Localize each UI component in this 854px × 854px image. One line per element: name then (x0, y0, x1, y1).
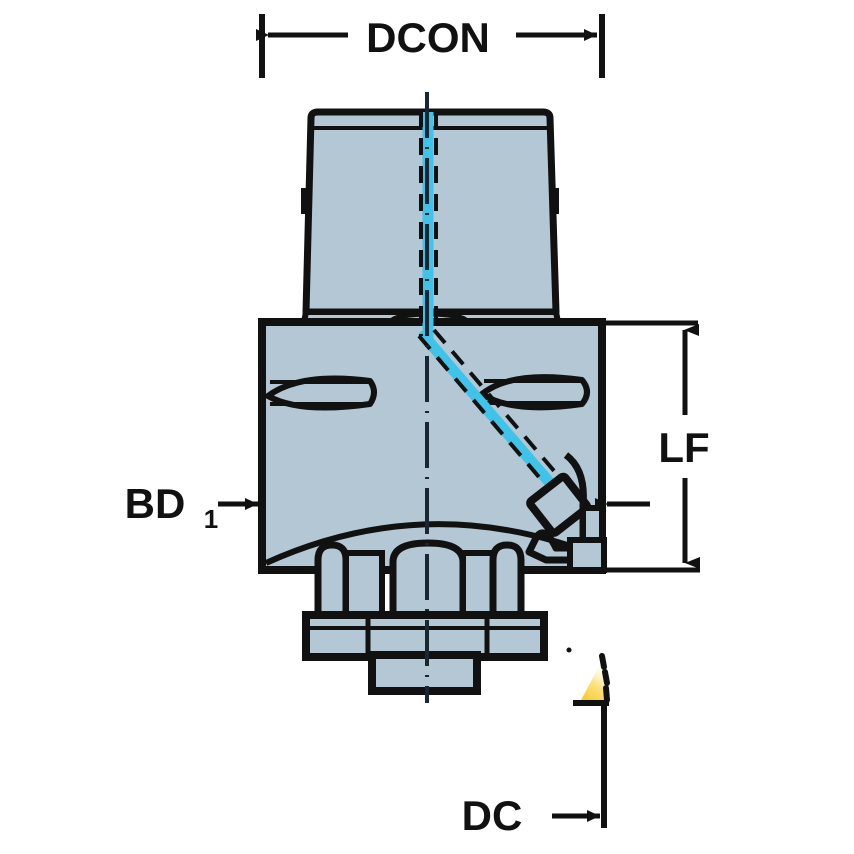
coolant-angled-run (418, 330, 568, 503)
dimension-dc: DC (462, 700, 607, 839)
dimension-bd1: BD 1 (125, 480, 258, 534)
insert-shim-block (567, 537, 607, 573)
dimension-dcon: DCON (256, 14, 605, 78)
insert-seat-assembly (525, 452, 650, 573)
bolt-outer-left (314, 541, 350, 622)
insert-edge-flare (580, 657, 604, 702)
insert-pocket-wall (525, 452, 587, 564)
dcon-label: DCON (366, 14, 490, 61)
coolant-hidden-line-angled-upper (417, 334, 558, 499)
bolt-cluster (302, 539, 548, 695)
dc-label: DC (462, 792, 523, 839)
lf-label: LF (658, 424, 709, 471)
coolant-hidden-line-angled-lower (432, 328, 574, 494)
shank-notch-right (552, 188, 559, 214)
insert-edge-tick-dot (566, 647, 572, 653)
bd1-label: BD (125, 480, 186, 527)
pocket-right (479, 374, 590, 411)
bd1-subscript: 1 (204, 504, 218, 534)
dimension-lf: LF (566, 320, 710, 573)
insert-edge-dashed-face (599, 653, 610, 703)
pocket-left (265, 375, 377, 411)
insert-edge-detail (566, 647, 610, 706)
bolt-outer-right (489, 541, 525, 622)
bolt-inner-right (460, 550, 496, 621)
indexable-insert (526, 472, 592, 537)
pilot-stub (368, 651, 481, 695)
bolt-inner-left (343, 550, 385, 621)
shank-notch-left (301, 188, 308, 214)
